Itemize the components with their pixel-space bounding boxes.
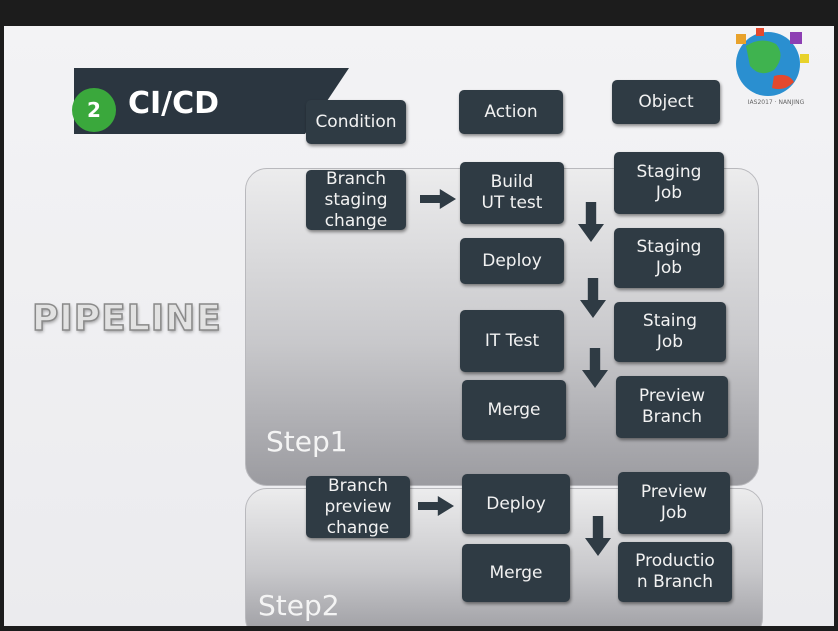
step2-label: Step2 [258,589,340,622]
step1-condition: Branch staging change [306,169,406,231]
step2-condition: Branch preview change [306,476,410,538]
step1-object-3: Staing Job [614,302,726,362]
step1-label: Step1 [266,425,348,458]
step2-action-2: Merge [462,544,570,602]
title-banner [74,68,349,134]
step1-object-2: Staging Job [614,228,724,288]
step1-action-4: Merge [462,380,566,440]
header-action: Action [459,90,563,134]
step2-action-1: Deploy [462,474,570,534]
pipeline-label: PIPELINE [31,297,222,340]
slide: 2 CI/CD IAS2017 · NANJING PIPELINE Condi… [4,26,834,626]
section-title: CI/CD [128,86,220,121]
step1-action-3: IT Test [460,310,564,372]
step1-object-4: Preview Branch [616,376,728,438]
header-condition: Condition [306,100,406,144]
step1-action-2: Deploy [460,238,564,284]
step2-object-1: Preview Job [618,472,730,534]
step1-object-1: Staging Job [614,152,724,214]
section-number-badge: 2 [72,88,116,132]
step2-object-2: Productio n Branch [618,542,732,602]
header-object: Object [612,80,720,124]
conference-logo-icon [736,28,809,96]
logo-caption: IAS2017 · NANJING [747,99,805,106]
step1-action-1: Build UT test [460,162,564,224]
